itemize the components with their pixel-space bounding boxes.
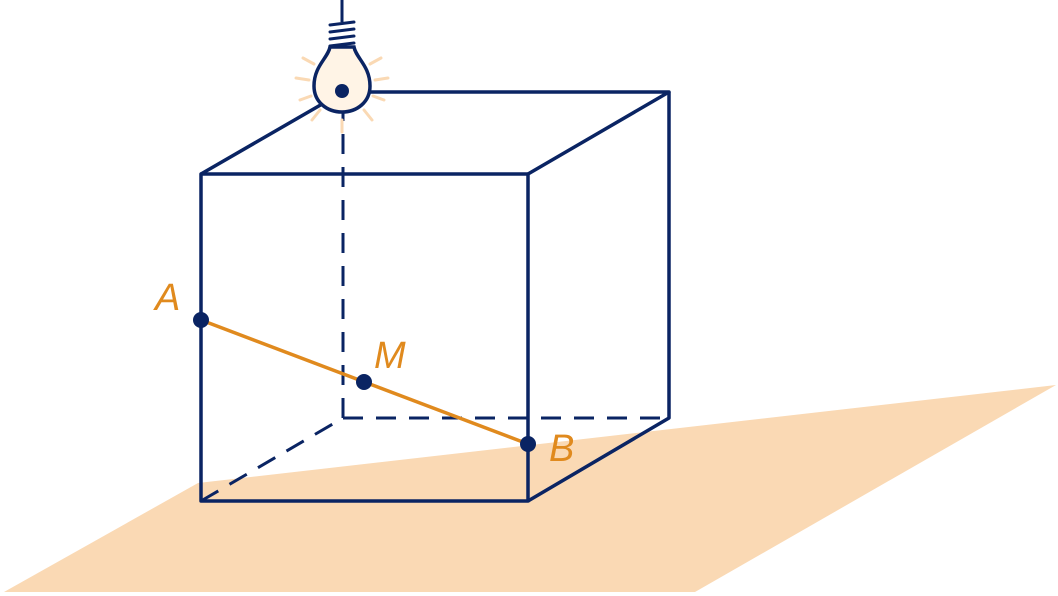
bulb-glow-rays <box>294 56 390 134</box>
hidden-edges <box>200 92 669 503</box>
front-face <box>199 172 530 503</box>
point-a <box>193 312 209 328</box>
hidden-edge-front-left <box>200 416 344 503</box>
point-m <box>356 374 372 390</box>
label-a: A <box>153 277 180 319</box>
label-b: B <box>549 428 574 470</box>
top-face-edges <box>200 90 671 176</box>
label-m: M <box>374 335 406 377</box>
light-bulb-icon <box>294 0 390 134</box>
visible-edges <box>199 90 671 503</box>
light-source-point <box>335 84 349 98</box>
floor-plane <box>4 385 1056 592</box>
bulb-glass <box>312 45 372 114</box>
point-b <box>520 436 536 452</box>
bulb-screw-thread <box>328 20 356 48</box>
right-face-edges <box>527 92 671 503</box>
